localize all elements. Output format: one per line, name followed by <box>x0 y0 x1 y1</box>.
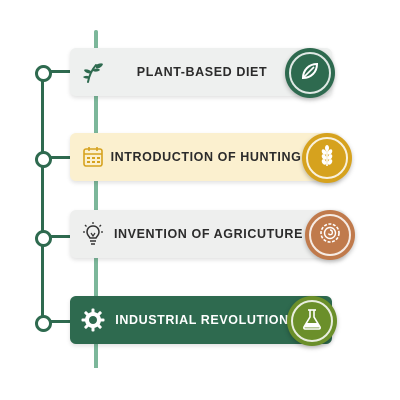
timeline-spine <box>41 70 44 322</box>
wheat-icon <box>316 144 338 173</box>
timeline-line <box>94 45 98 368</box>
timeline-node-1 <box>35 65 52 82</box>
step-badge-1 <box>285 48 335 98</box>
timeline-connector-2 <box>49 156 73 159</box>
leaf-icon <box>299 60 321 87</box>
timeline-connector-3 <box>49 235 73 238</box>
timeline-connector-1 <box>49 70 73 73</box>
timeline-node-3 <box>35 230 52 247</box>
step-badge-3 <box>305 210 355 260</box>
step-badge-2 <box>302 133 352 183</box>
gear-icon <box>80 307 106 333</box>
timeline-node-2 <box>35 151 52 168</box>
timeline-connector-4 <box>49 320 73 323</box>
step-label: INDUSTRIAL REVOLUTION <box>115 313 289 327</box>
step-card-introduction-of-hunting: INTRODUCTION OF HUNTING <box>70 133 340 181</box>
step-label: INVENTION OF AGRICUTURE <box>113 227 304 241</box>
calendar-icon <box>80 144 106 170</box>
step-card-invention-of-agricuture: INVENTION OF AGRICUTURE <box>70 210 345 258</box>
step-label: PLANT-BASED DIET <box>136 65 268 79</box>
step-label: INTRODUCTION OF HUNTING <box>110 150 302 164</box>
lightbulb-icon <box>80 221 106 247</box>
sprout-icon <box>80 59 106 85</box>
timeline-node-4 <box>35 315 52 332</box>
spiral-icon <box>318 221 342 250</box>
flask-icon <box>301 307 323 336</box>
step-badge-4 <box>287 296 337 346</box>
timeline-line-top <box>94 30 98 48</box>
